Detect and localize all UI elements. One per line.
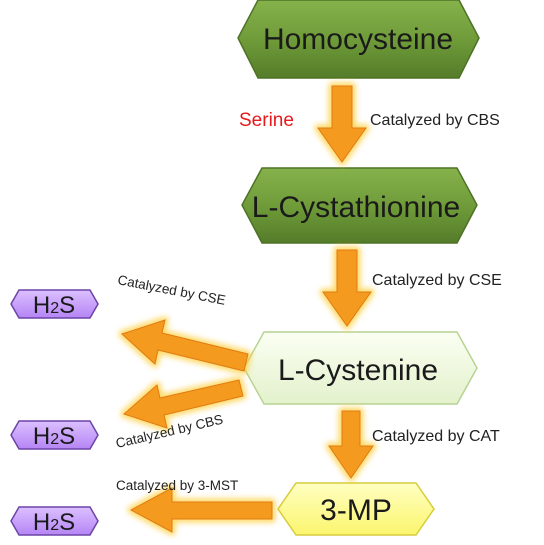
arrow-cat-down	[325, 407, 377, 482]
node-h2s-middle: H2S	[10, 420, 99, 450]
node-h2s-top: H2S	[10, 289, 99, 319]
arrow-cse-down	[319, 246, 375, 330]
node-3-mp: 3-MP	[277, 482, 435, 536]
catalyzed-by-cat-main-label: Catalyzed by CAT	[372, 428, 500, 445]
catalyzed-by-cse-side-label: Catalyzed by CSE	[116, 272, 226, 308]
arrow-mst-to-h2s	[127, 484, 276, 536]
3-mp-label: 3-MP	[320, 494, 392, 527]
node-l-cysteine: L-Cystenine	[243, 331, 478, 405]
catalyzed-by-cse-main-label: Catalyzed by CSE	[372, 272, 502, 289]
h2s-middle-label: H2S	[33, 423, 75, 450]
node-h2s-bottom: H2S	[10, 506, 99, 536]
h2s-bottom-label: H2S	[33, 509, 75, 536]
serine-label: Serine	[239, 110, 294, 131]
l-cysteine-label: L-Cystenine	[278, 354, 438, 387]
arrow-cbs-down	[314, 82, 370, 166]
homocysteine-label: Homocysteine	[263, 23, 453, 56]
node-l-cystathionine: L-Cystathionine	[241, 167, 478, 244]
arrow-cbs-to-h2s	[120, 376, 247, 432]
node-homocysteine: Homocysteine	[237, 0, 480, 79]
arrow-cse-to-h2s	[118, 316, 252, 375]
catalyzed-by-cbs-main-label: Catalyzed by CBS	[370, 112, 500, 129]
l-cystathionine-label: L-Cystathionine	[252, 191, 460, 224]
h2s-top-label: H2S	[33, 292, 75, 319]
catalyzed-by-3-mst-side-label: Catalyzed by 3-MST	[116, 478, 238, 493]
